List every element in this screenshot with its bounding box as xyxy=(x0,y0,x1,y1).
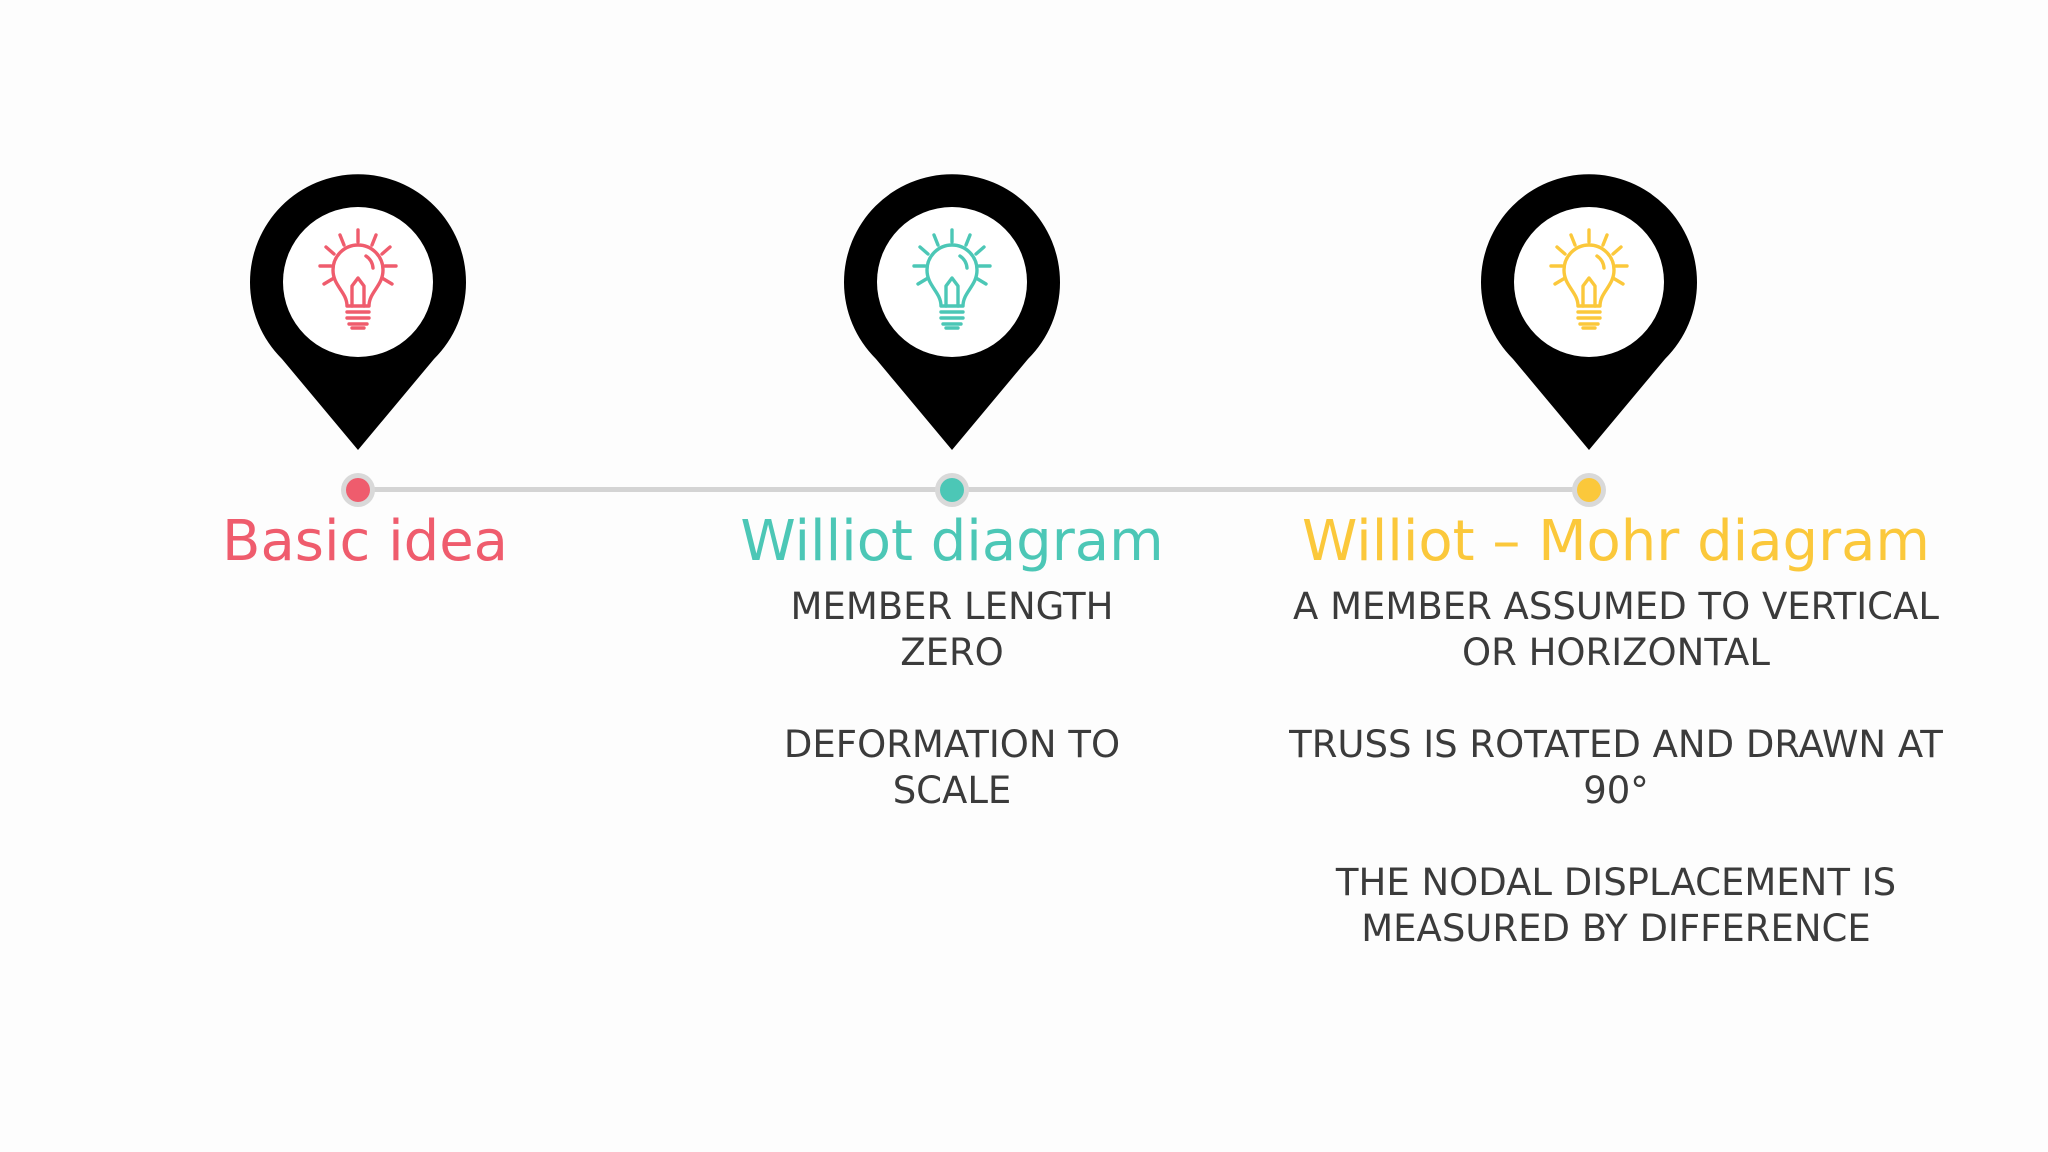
lightbulb-icon xyxy=(318,228,398,330)
description-line: TRUSS IS ROTATED AND DRAWN AT xyxy=(1289,723,1943,766)
description-line: SCALE xyxy=(892,769,1012,812)
location-pin-icon xyxy=(250,174,466,450)
timeline-node xyxy=(341,473,375,507)
description-line: THE NODAL DISPLACEMENT IS xyxy=(1335,861,1897,904)
description-line: 90° xyxy=(1583,769,1649,812)
timeline-node-dot xyxy=(940,478,964,502)
milestone-title: Williot – Mohr diagram xyxy=(1302,509,1930,574)
timeline-node xyxy=(1572,473,1606,507)
location-pin-icon xyxy=(844,174,1060,450)
timeline-node xyxy=(935,473,969,507)
lightbulb-icon xyxy=(912,228,992,330)
timeline-node-dot xyxy=(346,478,370,502)
description-line: OR HORIZONTAL xyxy=(1462,631,1770,674)
milestone-title: Williot diagram xyxy=(740,509,1164,574)
timeline-line xyxy=(358,487,1588,492)
description-line: MEASURED BY DIFFERENCE xyxy=(1361,907,1871,950)
timeline-node-dot xyxy=(1577,478,1601,502)
description-line: DEFORMATION TO xyxy=(783,723,1121,766)
description-line: MEMBER LENGTH xyxy=(790,585,1114,628)
milestone-title: Basic idea xyxy=(222,509,508,574)
location-pin-icon xyxy=(1481,174,1697,450)
lightbulb-icon xyxy=(1549,228,1629,330)
description-line: ZERO xyxy=(900,631,1004,674)
description-line: A MEMBER ASSUMED TO VERTICAL xyxy=(1293,585,1939,628)
